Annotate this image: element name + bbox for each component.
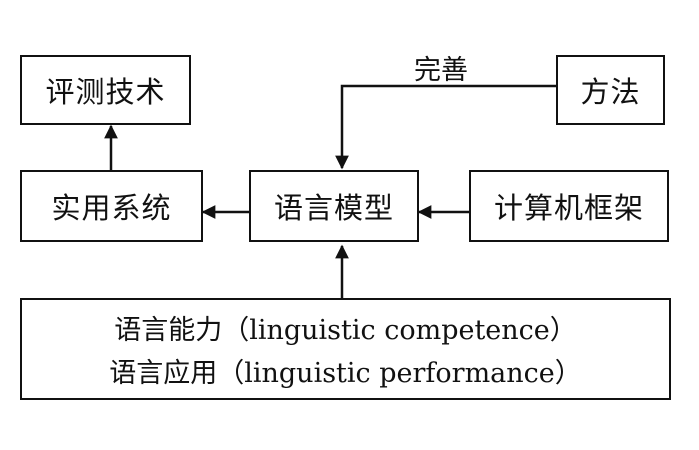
node-evaluation-label: 评测技术 [45,75,166,109]
node-computing-framework-label: 计算机框架 [493,191,644,225]
node-method-label: 方法 [580,75,641,109]
node-practical-system-label: 实用系统 [51,191,172,225]
arrow-method-to-model [335,84,556,170]
node-evaluation: 评测技术 [20,55,191,125]
node-computing-framework: 计算机框架 [469,170,669,242]
edge-label-perfect: 完善 [414,55,468,86]
foundation-line-competence: 语言能力（linguistic competence） [114,315,577,346]
foundation-line-performance: 语言应用（linguistic performance） [109,358,582,389]
node-language-model: 语言模型 [249,170,419,242]
node-language-model-label: 语言模型 [273,191,394,225]
node-practical-system: 实用系统 [20,170,203,242]
node-foundation: 语言能力（linguistic competence） 语言应用（linguis… [20,298,671,400]
node-method: 方法 [556,55,665,125]
